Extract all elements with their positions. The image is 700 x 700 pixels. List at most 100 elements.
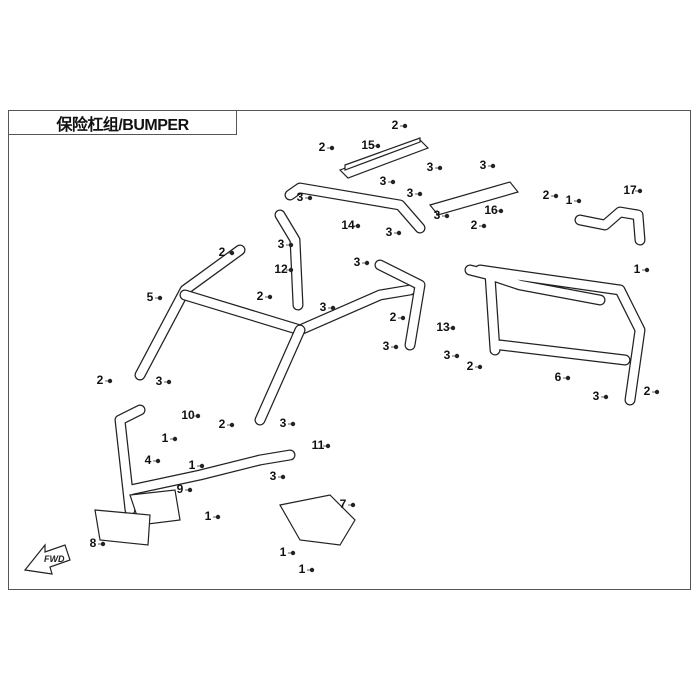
part-5-roll-cage bbox=[134, 244, 416, 426]
callout-11: 11 bbox=[312, 438, 325, 452]
fastener-icon bbox=[603, 394, 609, 400]
fastener-icon bbox=[393, 344, 399, 350]
fastener-icon bbox=[396, 230, 402, 236]
fastener-icon bbox=[364, 260, 370, 266]
callout-2: 2 bbox=[257, 289, 264, 303]
fastener-icon bbox=[375, 143, 381, 149]
svg-text:FWD: FWD bbox=[44, 554, 65, 564]
callout-3: 3 bbox=[593, 389, 600, 403]
fastener-icon bbox=[350, 502, 356, 508]
callout-3: 3 bbox=[383, 339, 390, 353]
fastener-icon bbox=[290, 421, 296, 427]
fastener-icon bbox=[107, 378, 113, 384]
diagram-frame bbox=[8, 110, 691, 590]
part-6-rear-bumper bbox=[464, 264, 646, 406]
fastener-icon bbox=[498, 208, 504, 214]
part-12-upright bbox=[274, 209, 304, 311]
fastener-icon bbox=[654, 389, 660, 395]
fastener-icon bbox=[437, 165, 443, 171]
fastener-icon bbox=[100, 541, 106, 547]
callout-13: 13 bbox=[436, 320, 450, 334]
fastener-icon bbox=[355, 223, 361, 229]
fastener-icon bbox=[325, 443, 331, 449]
fastener-icon bbox=[637, 188, 643, 194]
callout-3: 3 bbox=[297, 190, 304, 204]
callout-1: 1 bbox=[189, 458, 196, 472]
callout-3: 3 bbox=[280, 416, 287, 430]
callout-1: 1 bbox=[299, 562, 306, 576]
fastener-icon bbox=[267, 294, 273, 300]
fastener-icon bbox=[155, 458, 161, 464]
callout-2: 2 bbox=[219, 417, 226, 431]
fastener-icon bbox=[172, 436, 178, 442]
callout-1: 1 bbox=[205, 509, 212, 523]
callout-3: 3 bbox=[480, 158, 487, 172]
fastener-icon bbox=[644, 267, 650, 273]
fastener-icon bbox=[280, 474, 286, 480]
fastener-icon bbox=[417, 191, 423, 197]
callout-3: 3 bbox=[156, 374, 163, 388]
fastener-icon bbox=[565, 375, 571, 381]
fastener-icon bbox=[481, 223, 487, 229]
callout-17: 17 bbox=[623, 183, 637, 197]
callout-8: 8 bbox=[90, 536, 97, 550]
callout-1: 1 bbox=[634, 262, 641, 276]
callout-2: 2 bbox=[97, 373, 104, 387]
callout-12: 12 bbox=[274, 262, 288, 276]
callout-2: 2 bbox=[467, 359, 474, 373]
fastener-icon bbox=[229, 250, 235, 256]
callout-1: 1 bbox=[162, 431, 169, 445]
part-7-skid-plate bbox=[279, 494, 356, 546]
diagram-title: 保险杠组/BUMPER bbox=[8, 110, 237, 135]
callout-5: 5 bbox=[147, 290, 154, 304]
callout-6: 6 bbox=[555, 370, 562, 384]
callout-16: 16 bbox=[484, 203, 498, 217]
callout-2: 2 bbox=[219, 245, 226, 259]
callout-2: 2 bbox=[392, 118, 399, 132]
callout-4: 4 bbox=[145, 453, 152, 467]
callout-14: 14 bbox=[341, 218, 355, 232]
part-16-crossbar bbox=[428, 181, 520, 216]
fastener-icon bbox=[400, 315, 406, 321]
fastener-icon bbox=[309, 567, 315, 573]
fastener-icon bbox=[288, 242, 294, 248]
callout-1: 1 bbox=[280, 545, 287, 559]
fastener-icon bbox=[576, 198, 582, 204]
callout-3: 3 bbox=[434, 208, 441, 222]
fastener-icon bbox=[187, 487, 193, 493]
callout-3: 3 bbox=[380, 174, 387, 188]
fastener-icon bbox=[290, 550, 296, 556]
callout-9: 9 bbox=[177, 482, 184, 496]
fastener-icon bbox=[390, 179, 396, 185]
fastener-icon bbox=[229, 422, 235, 428]
callout-3: 3 bbox=[354, 255, 361, 269]
callout-10: 10 bbox=[181, 408, 195, 422]
part-17-handle bbox=[574, 206, 646, 246]
fastener-icon bbox=[215, 514, 221, 520]
callout-2: 2 bbox=[319, 140, 326, 154]
fastener-icon bbox=[288, 267, 294, 273]
fastener-icon bbox=[166, 379, 172, 385]
callout-2: 2 bbox=[543, 188, 550, 202]
part-13-upright bbox=[374, 259, 426, 351]
fastener-icon bbox=[307, 195, 313, 201]
callout-3: 3 bbox=[427, 160, 434, 174]
part-15-crossbar bbox=[338, 137, 430, 179]
part-14-roof-tube bbox=[284, 182, 426, 234]
callout-3: 3 bbox=[386, 225, 393, 239]
callout-3: 3 bbox=[270, 469, 277, 483]
callout-3: 3 bbox=[444, 348, 451, 362]
callout-1: 1 bbox=[566, 193, 573, 207]
fastener-icon bbox=[195, 413, 201, 419]
fastener-icon bbox=[329, 145, 335, 151]
fastener-icon bbox=[157, 295, 163, 301]
fastener-icon bbox=[553, 193, 559, 199]
fastener-icon bbox=[402, 123, 408, 129]
fastener-icon bbox=[477, 364, 483, 370]
callout-2: 2 bbox=[471, 218, 478, 232]
fastener-icon bbox=[490, 163, 496, 169]
fastener-icon bbox=[454, 353, 460, 359]
part-4-front-bumper bbox=[114, 404, 296, 526]
